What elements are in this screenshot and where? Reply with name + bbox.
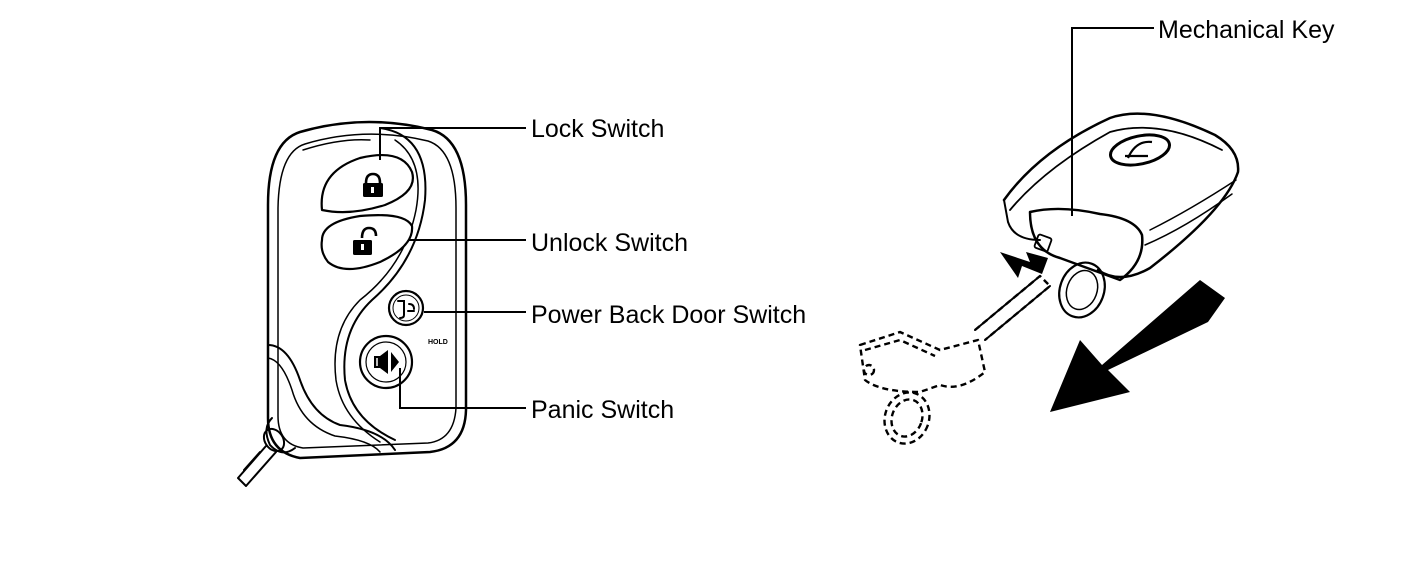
fob-rear-edge-stripe (1149, 179, 1237, 231)
fob-key-tail (237, 417, 296, 487)
lock-switch-label: Lock Switch (531, 115, 664, 143)
fob-top-gloss (302, 138, 371, 151)
fob-key-ring (1058, 261, 1106, 319)
unlock-switch-label: Unlock Switch (531, 229, 688, 257)
arrow-down-left-icon (1050, 280, 1225, 412)
mechanical-key-blade (974, 275, 1051, 341)
power-back-door-button-ring (392, 294, 420, 322)
fob-lower-contour (267, 344, 396, 451)
mechanical-key-label: Mechanical Key (1158, 16, 1335, 44)
padlock-open-icon (353, 226, 378, 255)
fob-lower-contour-inner (267, 357, 381, 453)
fob-outer-body (266, 120, 468, 460)
padlock-closed-icon (363, 172, 383, 197)
key-release-knob (1033, 233, 1053, 253)
withdrawn-key-ghost (858, 274, 1052, 445)
push-arrow-icon (1000, 252, 1048, 278)
fob-button-panel-inner (334, 139, 419, 443)
fob-rear-body (1002, 112, 1240, 279)
horn-icon (374, 350, 399, 374)
panic-switch-label: Panic Switch (531, 396, 674, 424)
back-door-icon (397, 300, 415, 319)
power-back-door-switch-label: Power Back Door Switch (531, 301, 806, 329)
fob-inner-rim (277, 133, 457, 449)
fob-rear-edge-stripe-2 (1144, 193, 1233, 246)
panic-button-ring (365, 341, 407, 383)
key-fob-front (237, 120, 468, 487)
fob-key-ring-inner (1065, 269, 1099, 311)
fob-rear-top-face (1009, 126, 1223, 211)
mechanical-key-leader (1071, 27, 1154, 216)
hold-label: HOLD (428, 339, 448, 346)
key-slot-housing (1028, 207, 1144, 282)
fob-button-panel (343, 127, 427, 441)
power-back-door-button[interactable] (387, 289, 425, 327)
key-fob-rear (974, 112, 1240, 341)
callout-leaders-left (379, 127, 526, 409)
brand-emblem-icon (1109, 133, 1171, 167)
